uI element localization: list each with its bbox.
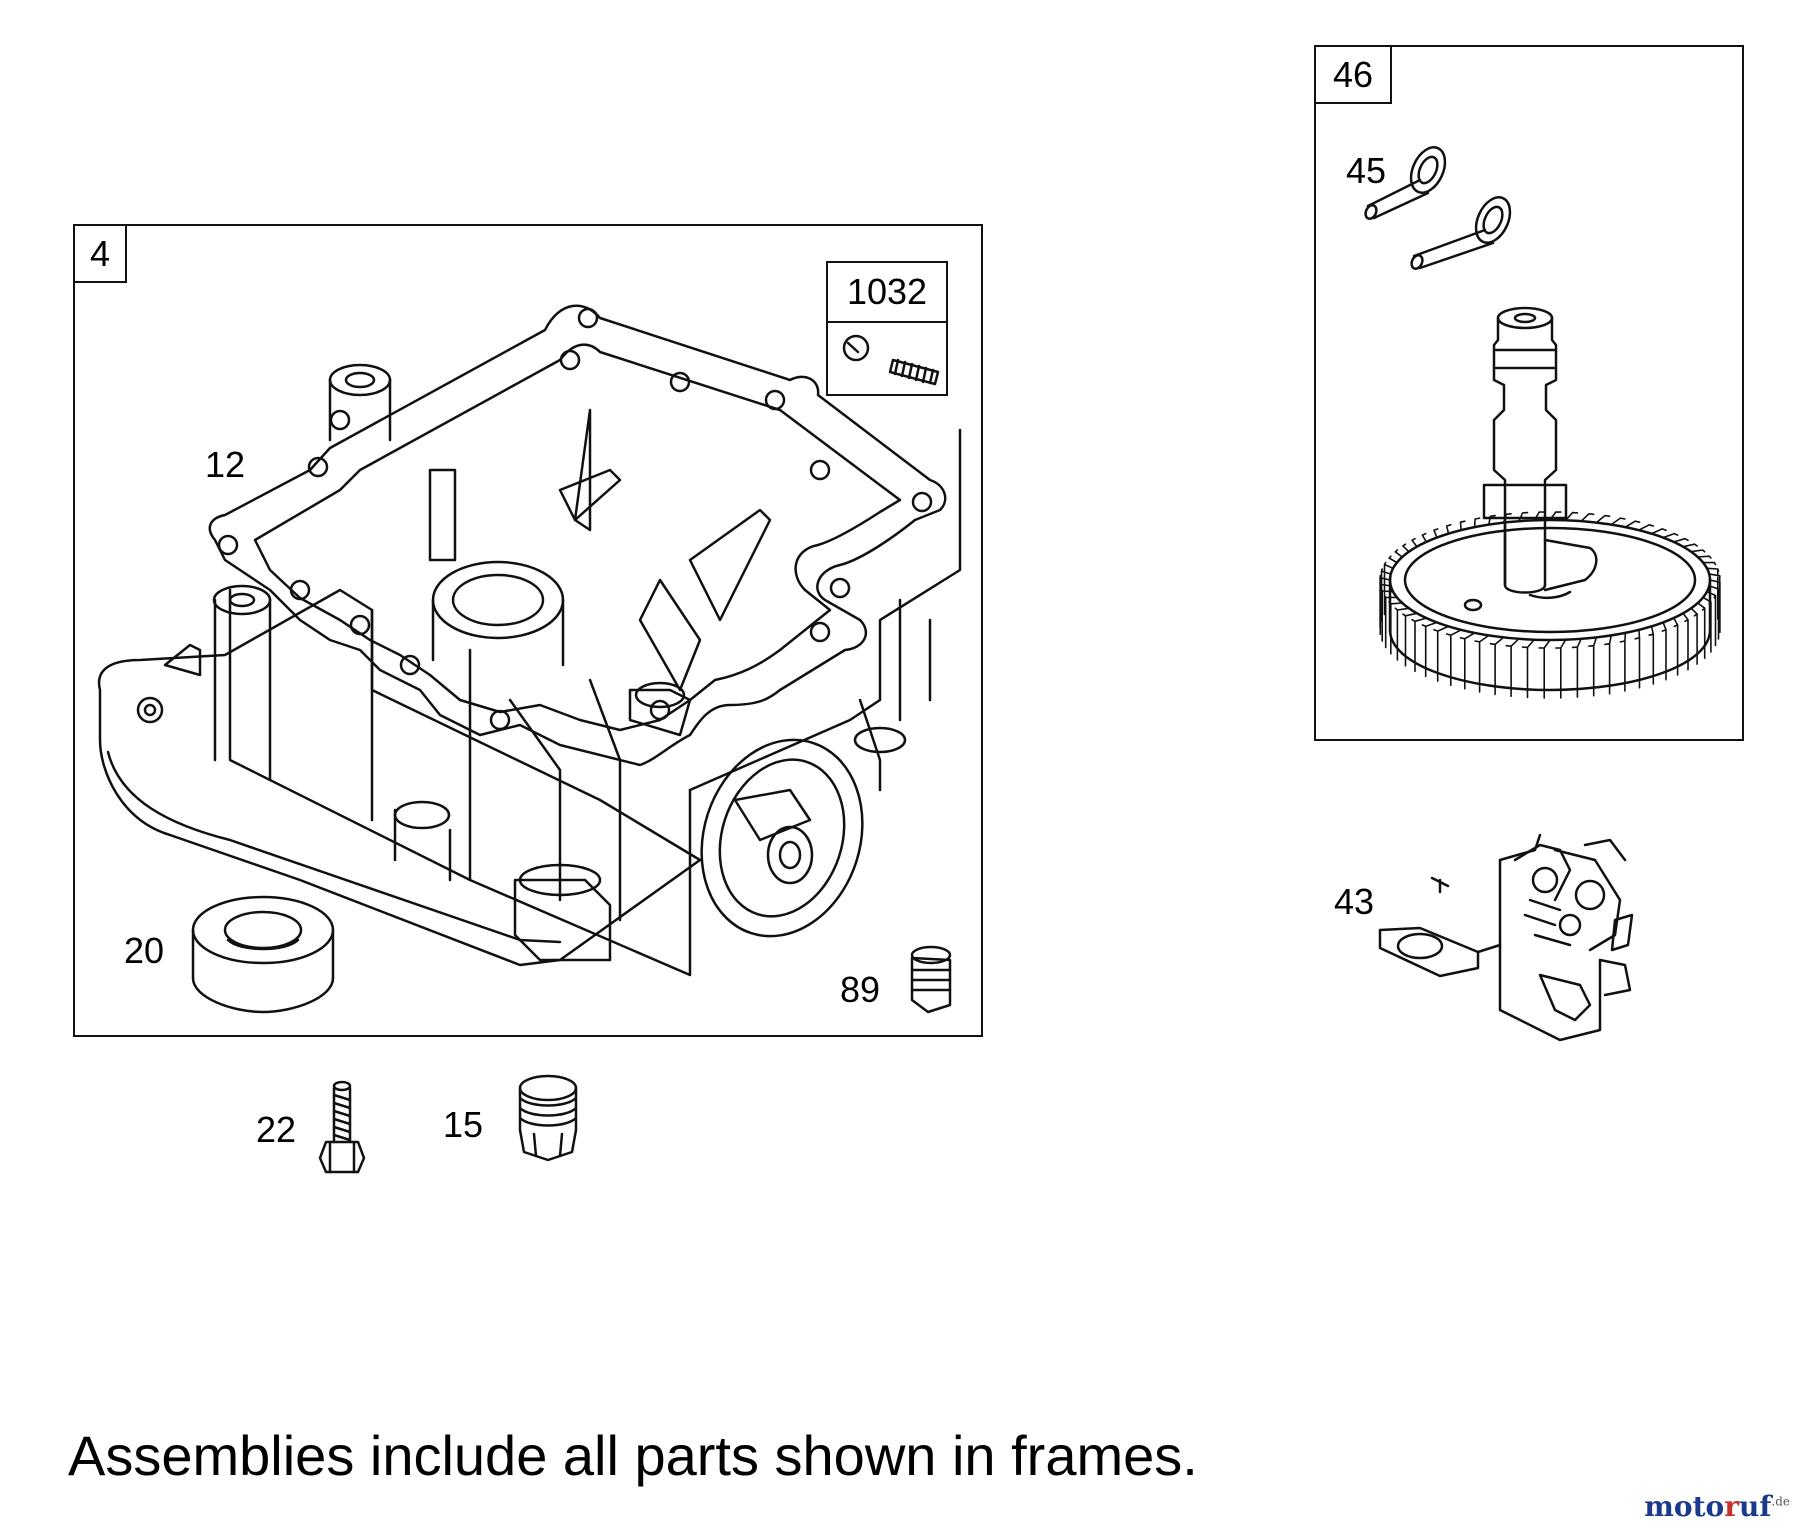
camshaft-gear-drawing xyxy=(1379,306,1721,699)
callout-45: 45 xyxy=(1346,150,1387,191)
bolt-drawing xyxy=(318,1080,366,1174)
callout-22: 22 xyxy=(256,1109,297,1150)
watermark-brand-start: moto xyxy=(1644,1490,1725,1523)
frame-assembly-4: 4 xyxy=(73,224,983,1037)
frame-tag-46: 46 xyxy=(1316,47,1392,104)
frame-kit-1032: 1032 xyxy=(826,261,948,396)
callout-20: 20 xyxy=(124,930,165,971)
frame-tag-4: 4 xyxy=(75,226,127,283)
oil-seal-drawing xyxy=(191,895,335,1014)
callout-12: 12 xyxy=(205,444,246,485)
frame-assembly-46: 46 xyxy=(1314,45,1744,741)
frame-tag-1032: 1032 xyxy=(828,263,946,323)
watermark-logo: motoruf.de xyxy=(1644,1490,1790,1523)
governor-drawing xyxy=(1378,833,1634,1042)
crankcase-sump-drawing xyxy=(97,304,962,977)
check-ball-spring-drawing xyxy=(842,334,940,386)
assemblies-note: Assemblies include all parts shown in fr… xyxy=(68,1424,1198,1487)
watermark-brand-end: uf xyxy=(1738,1490,1772,1523)
callout-15: 15 xyxy=(443,1104,484,1145)
plug-drawing-15 xyxy=(518,1074,578,1162)
push-rod-drawing xyxy=(1364,146,1512,270)
plug-drawing xyxy=(910,945,952,1014)
watermark-brand-accent: r xyxy=(1724,1490,1739,1523)
watermark-tld: .de xyxy=(1771,1494,1790,1509)
callout-89: 89 xyxy=(840,969,881,1010)
callout-43: 43 xyxy=(1334,881,1375,922)
